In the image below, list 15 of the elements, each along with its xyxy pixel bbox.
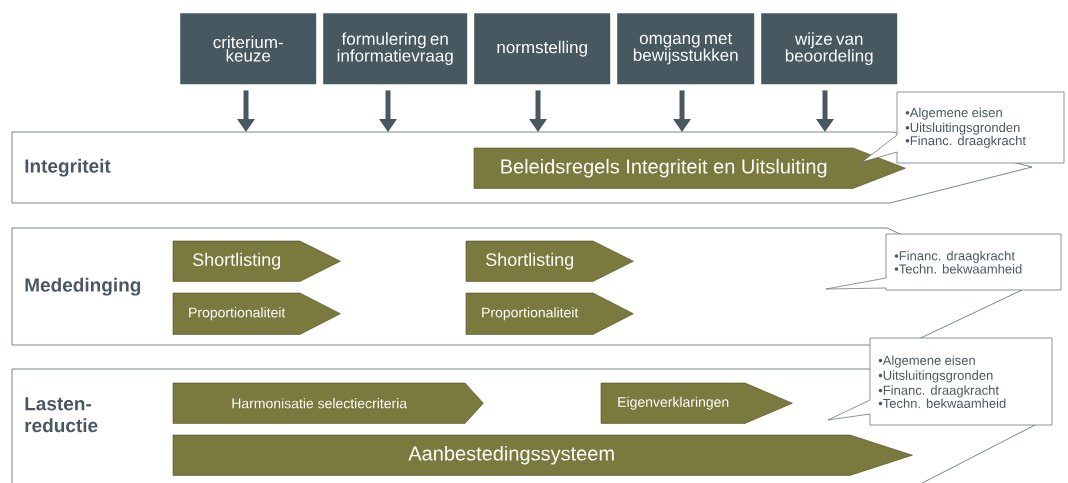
chevron-banner: Beleidsregels Integriteit en Uitsluiting	[473, 147, 906, 189]
process-box: omgang met bewijsstukken	[617, 13, 755, 85]
process-box: criterium- keuze	[180, 13, 317, 85]
chevron-banner: Aanbestedingssysteem	[172, 434, 913, 476]
node-label: •Techn. bekwaamheid	[894, 263, 1022, 274]
node-label: •Financ. draagkracht	[905, 135, 1026, 148]
callout-box: •Algemene eisen •Uitsluitingsgronden •Financ. draagkracht	[861, 91, 1065, 164]
node-label: •Financ. draagkracht	[894, 250, 1015, 263]
callout-box: •Algemene eisen •Uitsluitingsgronden •Financ. draagkracht •Techn. bekwaamheid	[827, 337, 1053, 426]
chevron-banner: Harmonisatie selectiecriteria	[172, 382, 484, 424]
node-label: •Algemene eisen	[905, 107, 1002, 120]
process-box: wijze van beoordeling	[761, 13, 898, 85]
process-box: normstelling	[474, 13, 611, 85]
process-box: formulering en informatievraag	[323, 13, 468, 85]
callout-box: •Financ. draagkracht •Techn. bekwaamheid	[825, 233, 1062, 291]
